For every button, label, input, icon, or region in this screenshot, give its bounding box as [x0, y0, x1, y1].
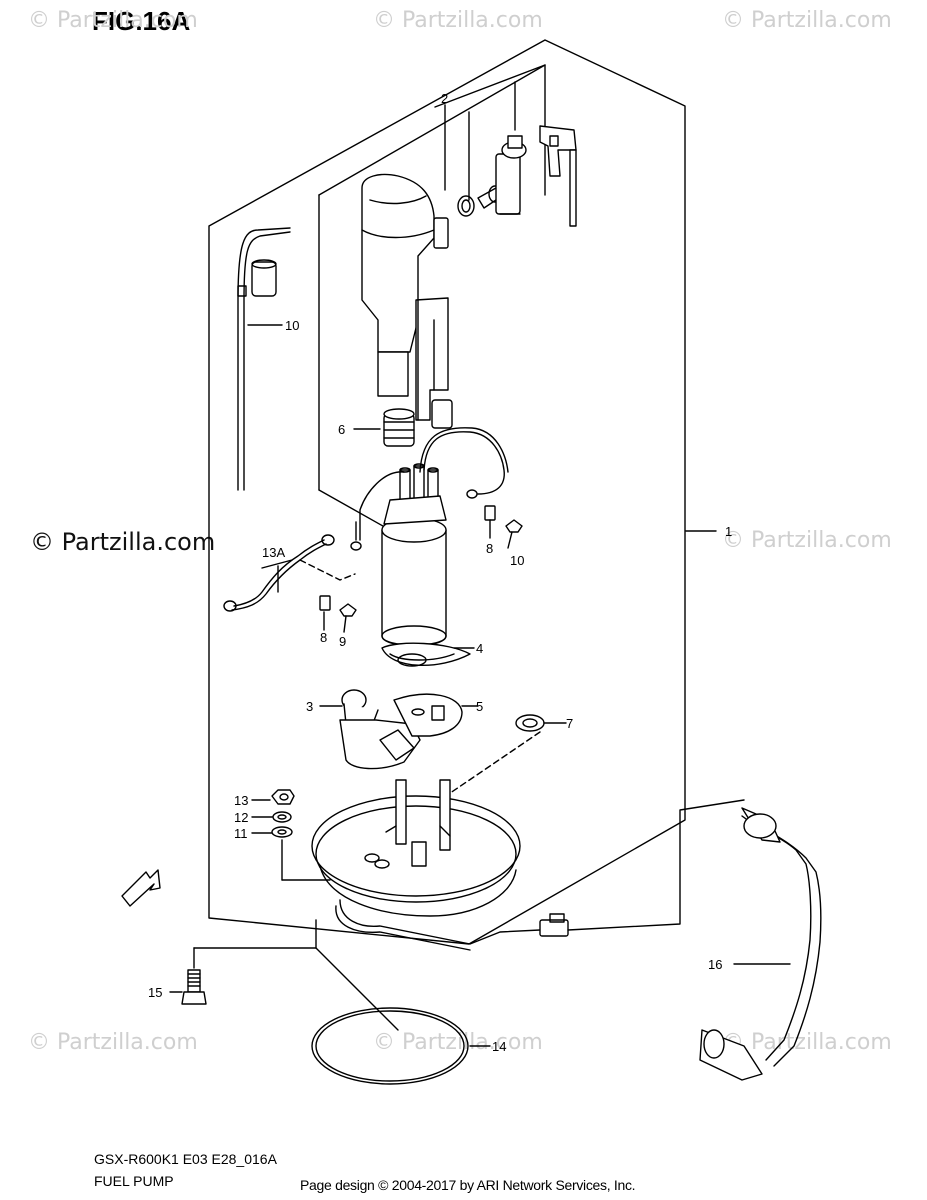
- fuel-hose: [567, 799, 822, 1081]
- callout-10-tube: 10: [285, 318, 300, 333]
- watermark: © Partzilla.com: [722, 528, 892, 553]
- watermark: © Partzilla.com: [373, 8, 543, 33]
- watermark: © Partzilla.com: [28, 8, 198, 33]
- damper-ring: [381, 642, 471, 667]
- pump-bracket: [339, 689, 463, 770]
- fwd-arrow-icon: [121, 869, 161, 907]
- callout-4: 4: [476, 641, 484, 656]
- ground-wire: [223, 534, 335, 612]
- drain-bolt: [169, 919, 399, 1031]
- callout-9: 9: [339, 634, 347, 649]
- callout-12: 12: [234, 810, 249, 825]
- watermark: © Partzilla.com: [373, 1030, 543, 1055]
- callout-1: 1: [725, 524, 733, 539]
- gasket-ring: [311, 1007, 469, 1085]
- pump-housing: [361, 173, 453, 429]
- callout-3: 3: [306, 699, 314, 714]
- callout-8-upper: 8: [486, 541, 494, 556]
- callout-2: 2: [441, 91, 449, 106]
- callout-10-screw: 10: [510, 553, 525, 568]
- callout-5: 5: [476, 699, 484, 714]
- page-credit: Page design © 2004-2017 by ARI Network S…: [300, 1177, 636, 1193]
- watermark: © Partzilla.com: [28, 1030, 198, 1055]
- callout-6: 6: [338, 422, 346, 437]
- watermark: © Partzilla.com: [722, 8, 892, 33]
- fuel-pump-body: [350, 427, 509, 647]
- callout-8-lower: 8: [320, 630, 328, 645]
- pressure-regulator: [457, 125, 577, 227]
- watermark-featured: © Partzilla.com: [30, 528, 216, 556]
- callout-16: 16: [708, 957, 723, 972]
- watermark: © Partzilla.com: [722, 1030, 892, 1055]
- vent-tube: [237, 227, 291, 491]
- callout-11: 11: [234, 826, 248, 841]
- model-code: GSX-R600K1 E03 E28_016A: [94, 1151, 277, 1167]
- filter-sock: [353, 408, 415, 447]
- diagram-name: FUEL PUMP: [94, 1173, 174, 1189]
- assembly-outline: [208, 39, 686, 945]
- callout-14: 14: [492, 1039, 507, 1054]
- figure-title: FIG.16A: [92, 6, 191, 36]
- callout-13a: 13A: [262, 545, 286, 560]
- pump-base-plate: [281, 779, 569, 951]
- subassembly-outline: [318, 64, 546, 196]
- callout-15: 15: [148, 985, 163, 1000]
- o-ring-small: [515, 714, 545, 732]
- callout-7: 7: [566, 716, 574, 731]
- callout-13: 13: [234, 793, 249, 808]
